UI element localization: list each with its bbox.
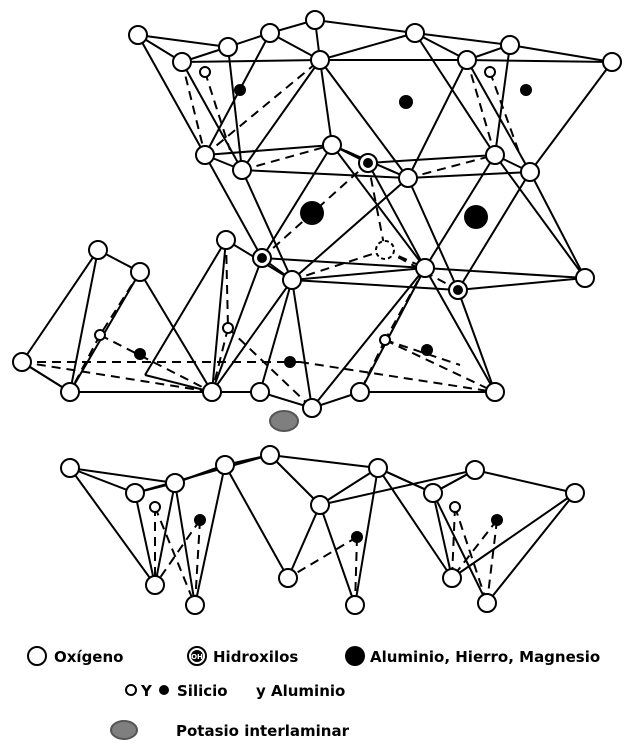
legend-item-hydroxyl: OH Hidroxilos (188, 647, 298, 666)
legend-item-tetrahedral: Y Silicio y Aluminio (126, 682, 345, 700)
hidden-hydroxyl (376, 241, 394, 259)
hydroxyl-icon: OH (188, 647, 206, 665)
legend-y-label: Y (140, 682, 153, 700)
hydroxyl-icon (253, 249, 271, 267)
legend-silicon-label: Silicio (177, 682, 228, 700)
legend-aluminum-label: y Aluminio (256, 682, 345, 700)
hydroxyl-icon-symbol: OH (191, 653, 203, 661)
tetrahedral-filled-icon (159, 685, 169, 695)
oxygen-icon (28, 647, 46, 665)
legend-potassium-label: Potasio interlaminar (176, 722, 350, 740)
lower-sheet-oxygens (61, 446, 584, 614)
tetrahedral-si-al-upper (95, 67, 495, 368)
legend-item-octahedral: Aluminio, Hierro, Magnesio (345, 646, 600, 666)
legend: Oxígeno OH Hidroxilos Aluminio, Hierro, … (28, 646, 600, 740)
octahedral-cation-icon (345, 646, 365, 666)
hydroxyl-icon (359, 154, 377, 172)
tetrahedral-open-icon (126, 685, 136, 695)
potassium-icon (111, 721, 137, 739)
potassium-ion (270, 411, 298, 431)
legend-hydroxyl-label: Hidroxilos (213, 648, 298, 666)
legend-item-oxygen: Oxígeno (28, 647, 123, 666)
hydroxyl-icon (449, 281, 467, 299)
legend-item-potassium: Potasio interlaminar (111, 721, 350, 740)
legend-octahedral-label: Aluminio, Hierro, Magnesio (370, 648, 600, 666)
legend-oxygen-label: Oxígeno (54, 648, 123, 666)
